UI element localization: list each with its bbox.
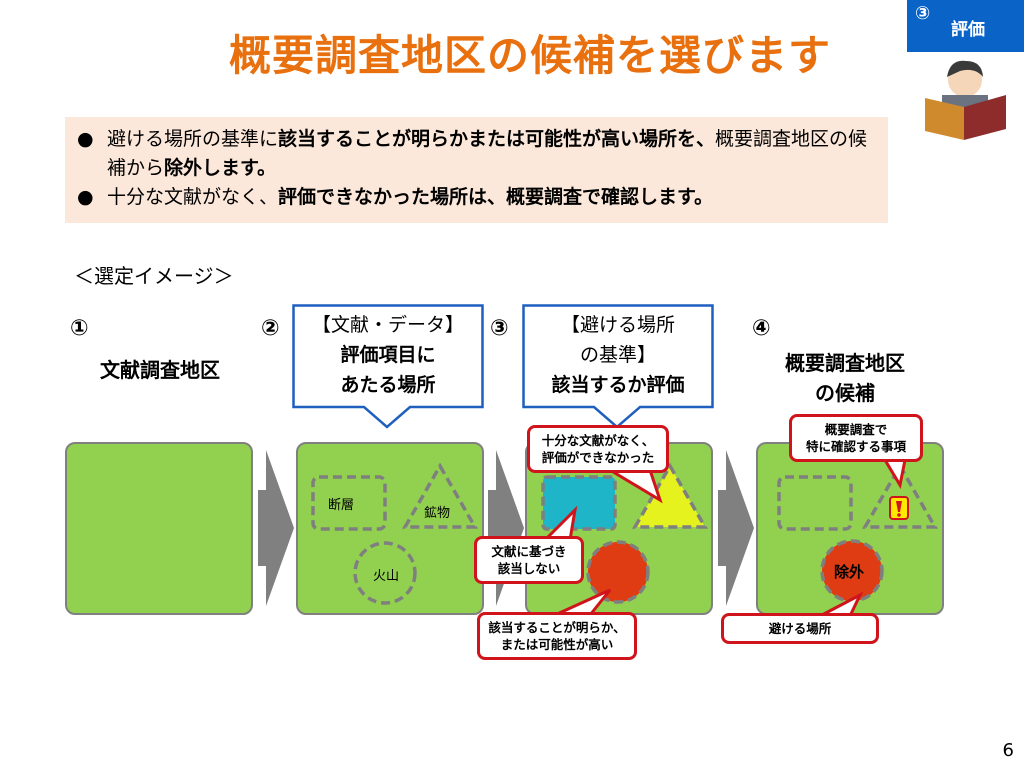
arrow-icon [718, 450, 754, 606]
step-3-bracket: 【避ける場所 [560, 314, 675, 336]
callout-avoid: 避ける場所 [721, 613, 879, 644]
badge-label: 評価 [951, 20, 985, 40]
step-4-label-line: の候補 [815, 381, 875, 405]
panel-candidates [756, 442, 944, 615]
fault-label: 断層 [328, 498, 355, 513]
step-3-label-line: 該当するか評価 [551, 374, 685, 396]
callout-text: 該当しない [497, 561, 561, 576]
step-1-label: 文献調査地区 [100, 358, 220, 382]
step-badge: ③ 評価 [907, 0, 1024, 52]
callout-text: または可能性が高い [500, 637, 614, 652]
step-3-number: ③ [490, 316, 509, 341]
bullet-item: ● 十分な文献がなく、評価できなかった場所は、概要調査で確認します。 [77, 186, 714, 208]
bullet-bold-text: 除外します。 [164, 157, 277, 179]
arrow-icon [258, 450, 294, 606]
step-3-callout-frame [522, 304, 714, 429]
step-2-label: 【文献・データ】 評価項目に あたる場所 [293, 310, 483, 400]
callout-text: 概要調査で [824, 422, 888, 437]
callout-insufficient: 十分な文献がなく、評価ができなかった [527, 425, 669, 473]
bullet-text: 十分な文献がなく、 [107, 186, 279, 208]
volcano-label: 火山 [373, 569, 400, 584]
callout-text: 十分な文献がなく、 [541, 433, 655, 448]
step-2-label-line: 評価項目に [340, 344, 436, 366]
summary-box: ● 避ける場所の基準に該当することが明らかまたは可能性が高い場所を、概要調査地区… [65, 117, 888, 223]
page-title: 概要調査地区の候補を選びます [228, 31, 831, 80]
step-3-bracket: の基準】 [579, 344, 656, 366]
bullet-text: 概要調査地区の候補から [107, 128, 868, 179]
exclude-label: 除外 [834, 563, 865, 581]
step-2-number: ② [261, 316, 280, 341]
step-2-callout-frame [292, 304, 484, 429]
callout-text: 該当することが明らか、 [488, 620, 626, 635]
step-4-label: 概要調査地区 の候補 [755, 348, 935, 408]
callout-not-applicable: 文献に基づき該当しない [474, 536, 584, 584]
step-4-number: ④ [752, 316, 771, 341]
callout-text: 評価ができなかった [541, 450, 655, 465]
bullet-bold-text: 評価できなかった場所は、概要調査で確認します。 [278, 186, 714, 208]
step-2-label-line: あたる場所 [340, 374, 436, 396]
mineral-label: 鉱物 [424, 506, 451, 521]
badge-number: ③ [915, 3, 931, 24]
step-2-bracket: 【文献・データ】 [311, 314, 464, 336]
step-3-label: 【避ける場所 の基準】 該当するか評価 [523, 310, 713, 400]
callout-confirm: 概要調査で特に確認する事項 [789, 414, 923, 462]
step-4-label-line: 概要調査地区 [785, 351, 905, 375]
callout-applicable: 該当することが明らか、または可能性が高い [477, 612, 637, 660]
bullet-text: 避ける場所の基準に [107, 128, 279, 150]
panel-survey-area [65, 442, 253, 615]
callout-text: 文献に基づき [491, 544, 567, 559]
reading-person-illustration [925, 60, 1006, 140]
callout-text: 特に確認する事項 [805, 439, 906, 454]
bullet-bold-text: 該当することが明らかまたは可能性が高い場所を、 [278, 128, 716, 150]
panel-evaluation-items [296, 442, 484, 615]
step-1-number: ① [70, 316, 89, 341]
selection-heading: ＜選定イメージ＞ [74, 264, 234, 288]
page-number: 6 [1002, 740, 1014, 761]
callout-text: 避ける場所 [768, 621, 832, 636]
bullet-item: ● 避ける場所の基準に該当することが明らかまたは可能性が高い場所を、概要調査地区… [77, 128, 868, 179]
